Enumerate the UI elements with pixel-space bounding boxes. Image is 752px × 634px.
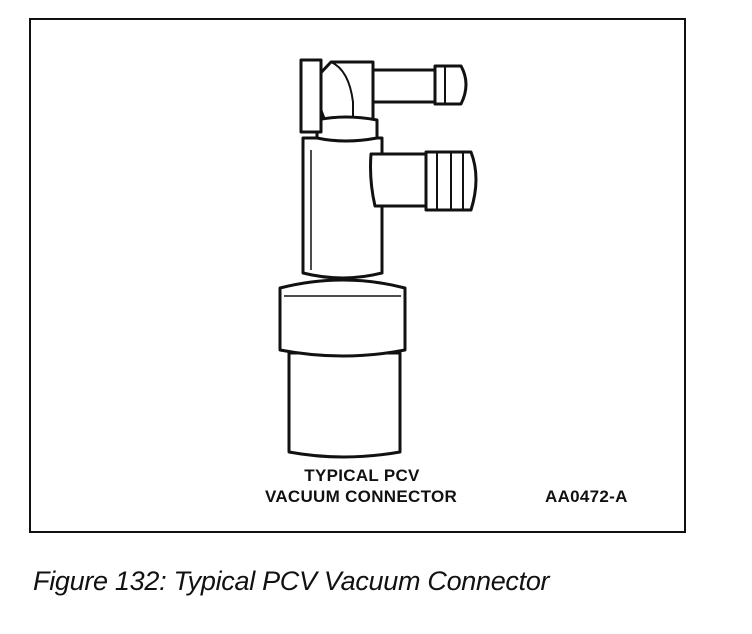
figure-label-line1: TYPICAL PCV (304, 466, 420, 485)
figure-frame: TYPICAL PCV VACUUM CONNECTOR AA0472-A (29, 18, 686, 533)
collar (278, 278, 407, 358)
figure-label-line2: VACUUM CONNECTOR (264, 487, 458, 506)
pcv-connector-illustration (278, 58, 478, 459)
figure-caption: Figure 132: Typical PCV Vacuum Connector (33, 566, 550, 596)
stem (301, 136, 384, 280)
upper-nozzle (371, 68, 443, 104)
elbow-ring (315, 115, 379, 143)
figure-code: AA0472-A (545, 487, 628, 506)
lower-tube (287, 351, 402, 459)
side-port-lower (369, 152, 428, 208)
bracket (299, 58, 323, 134)
upper-nozzle-tip (433, 64, 468, 106)
